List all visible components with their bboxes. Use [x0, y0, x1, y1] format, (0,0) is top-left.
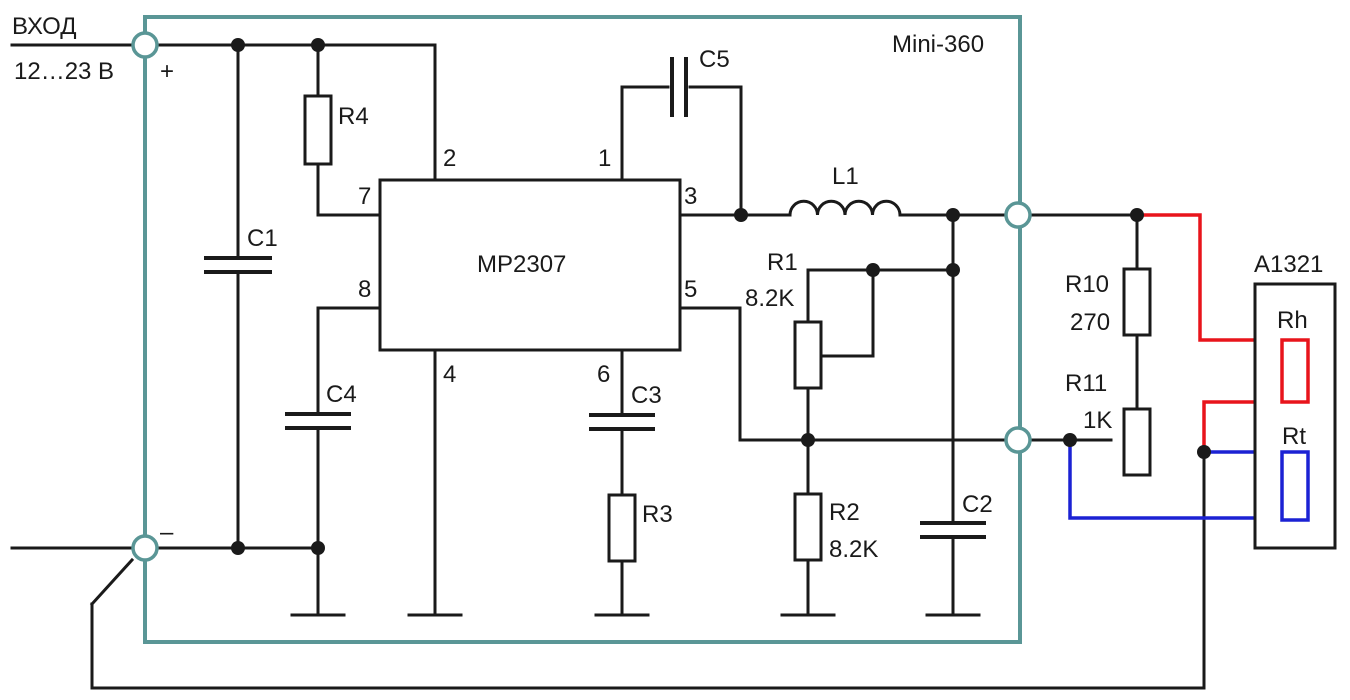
- sensor-name: A1321: [1254, 251, 1323, 278]
- c5-label: C5: [699, 46, 730, 73]
- terminal-input-minus: [131, 534, 159, 562]
- c4-label: C4: [326, 381, 357, 408]
- thermistor-rt: [1280, 450, 1310, 522]
- junctions: [231, 38, 1211, 555]
- l1-label: L1: [832, 163, 859, 190]
- capacitor-c5: [670, 57, 688, 117]
- c2-label: C2: [962, 491, 993, 518]
- c3-label: C3: [631, 382, 662, 409]
- thermistor-label: Rt: [1282, 423, 1306, 450]
- resistor-r3: [607, 493, 637, 563]
- resistor-r2: [793, 492, 823, 562]
- resistor-r4: [303, 94, 333, 166]
- input-label: ВХОД: [12, 13, 77, 40]
- pin-6-label: 6: [597, 361, 610, 388]
- r11-label: R11: [1065, 370, 1107, 397]
- pin-3-label: 3: [684, 183, 697, 210]
- capacitor-c1: [204, 256, 272, 274]
- input-plus-sign: +: [160, 58, 174, 85]
- resistor-r10: [1122, 267, 1152, 337]
- sensor-wire-bottom: [1068, 440, 1282, 520]
- heater-wire-top: [1137, 213, 1282, 342]
- terminal-input-plus: [131, 31, 159, 59]
- capacitor-c2: [920, 521, 986, 539]
- input-minus-sign: –: [160, 519, 174, 546]
- capacitor-c4: [285, 412, 351, 430]
- pin-7-label: 7: [358, 183, 371, 210]
- terminal-output: [1004, 201, 1032, 229]
- capacitor-c3: [589, 413, 655, 431]
- pin-8-label: 8: [358, 276, 371, 303]
- c1-label: C1: [247, 225, 278, 252]
- r2-label: R2: [829, 499, 860, 526]
- inductor-l1: [788, 199, 902, 217]
- r2-value: 8.2K: [829, 536, 878, 563]
- pin-5-label: 5: [684, 276, 697, 303]
- heater-label: Rh: [1277, 307, 1308, 334]
- module-outline: [143, 15, 1022, 644]
- potentiometer-r11: [1122, 407, 1152, 477]
- input-voltage: 12…23 В: [14, 58, 114, 85]
- terminal-feedback: [1004, 426, 1032, 454]
- chip-mp2307: [378, 178, 682, 352]
- module-name: Mini-360: [892, 31, 984, 58]
- r4-label: R4: [338, 103, 369, 130]
- pin-1-label: 1: [598, 145, 611, 172]
- r10-value: 270: [1070, 309, 1110, 336]
- potentiometer-r1: [793, 320, 823, 390]
- pin-2-label: 2: [443, 145, 456, 172]
- r10-label: R10: [1065, 271, 1109, 298]
- r11-value: 1K: [1083, 407, 1112, 434]
- r3-label: R3: [642, 501, 673, 528]
- chip-name: MP2307: [477, 251, 566, 278]
- pin-4-label: 4: [443, 361, 456, 388]
- r1-value: 8.2K: [745, 285, 794, 312]
- heater-rh: [1280, 338, 1310, 404]
- r1-label: R1: [767, 249, 798, 276]
- wires: [10, 43, 1206, 690]
